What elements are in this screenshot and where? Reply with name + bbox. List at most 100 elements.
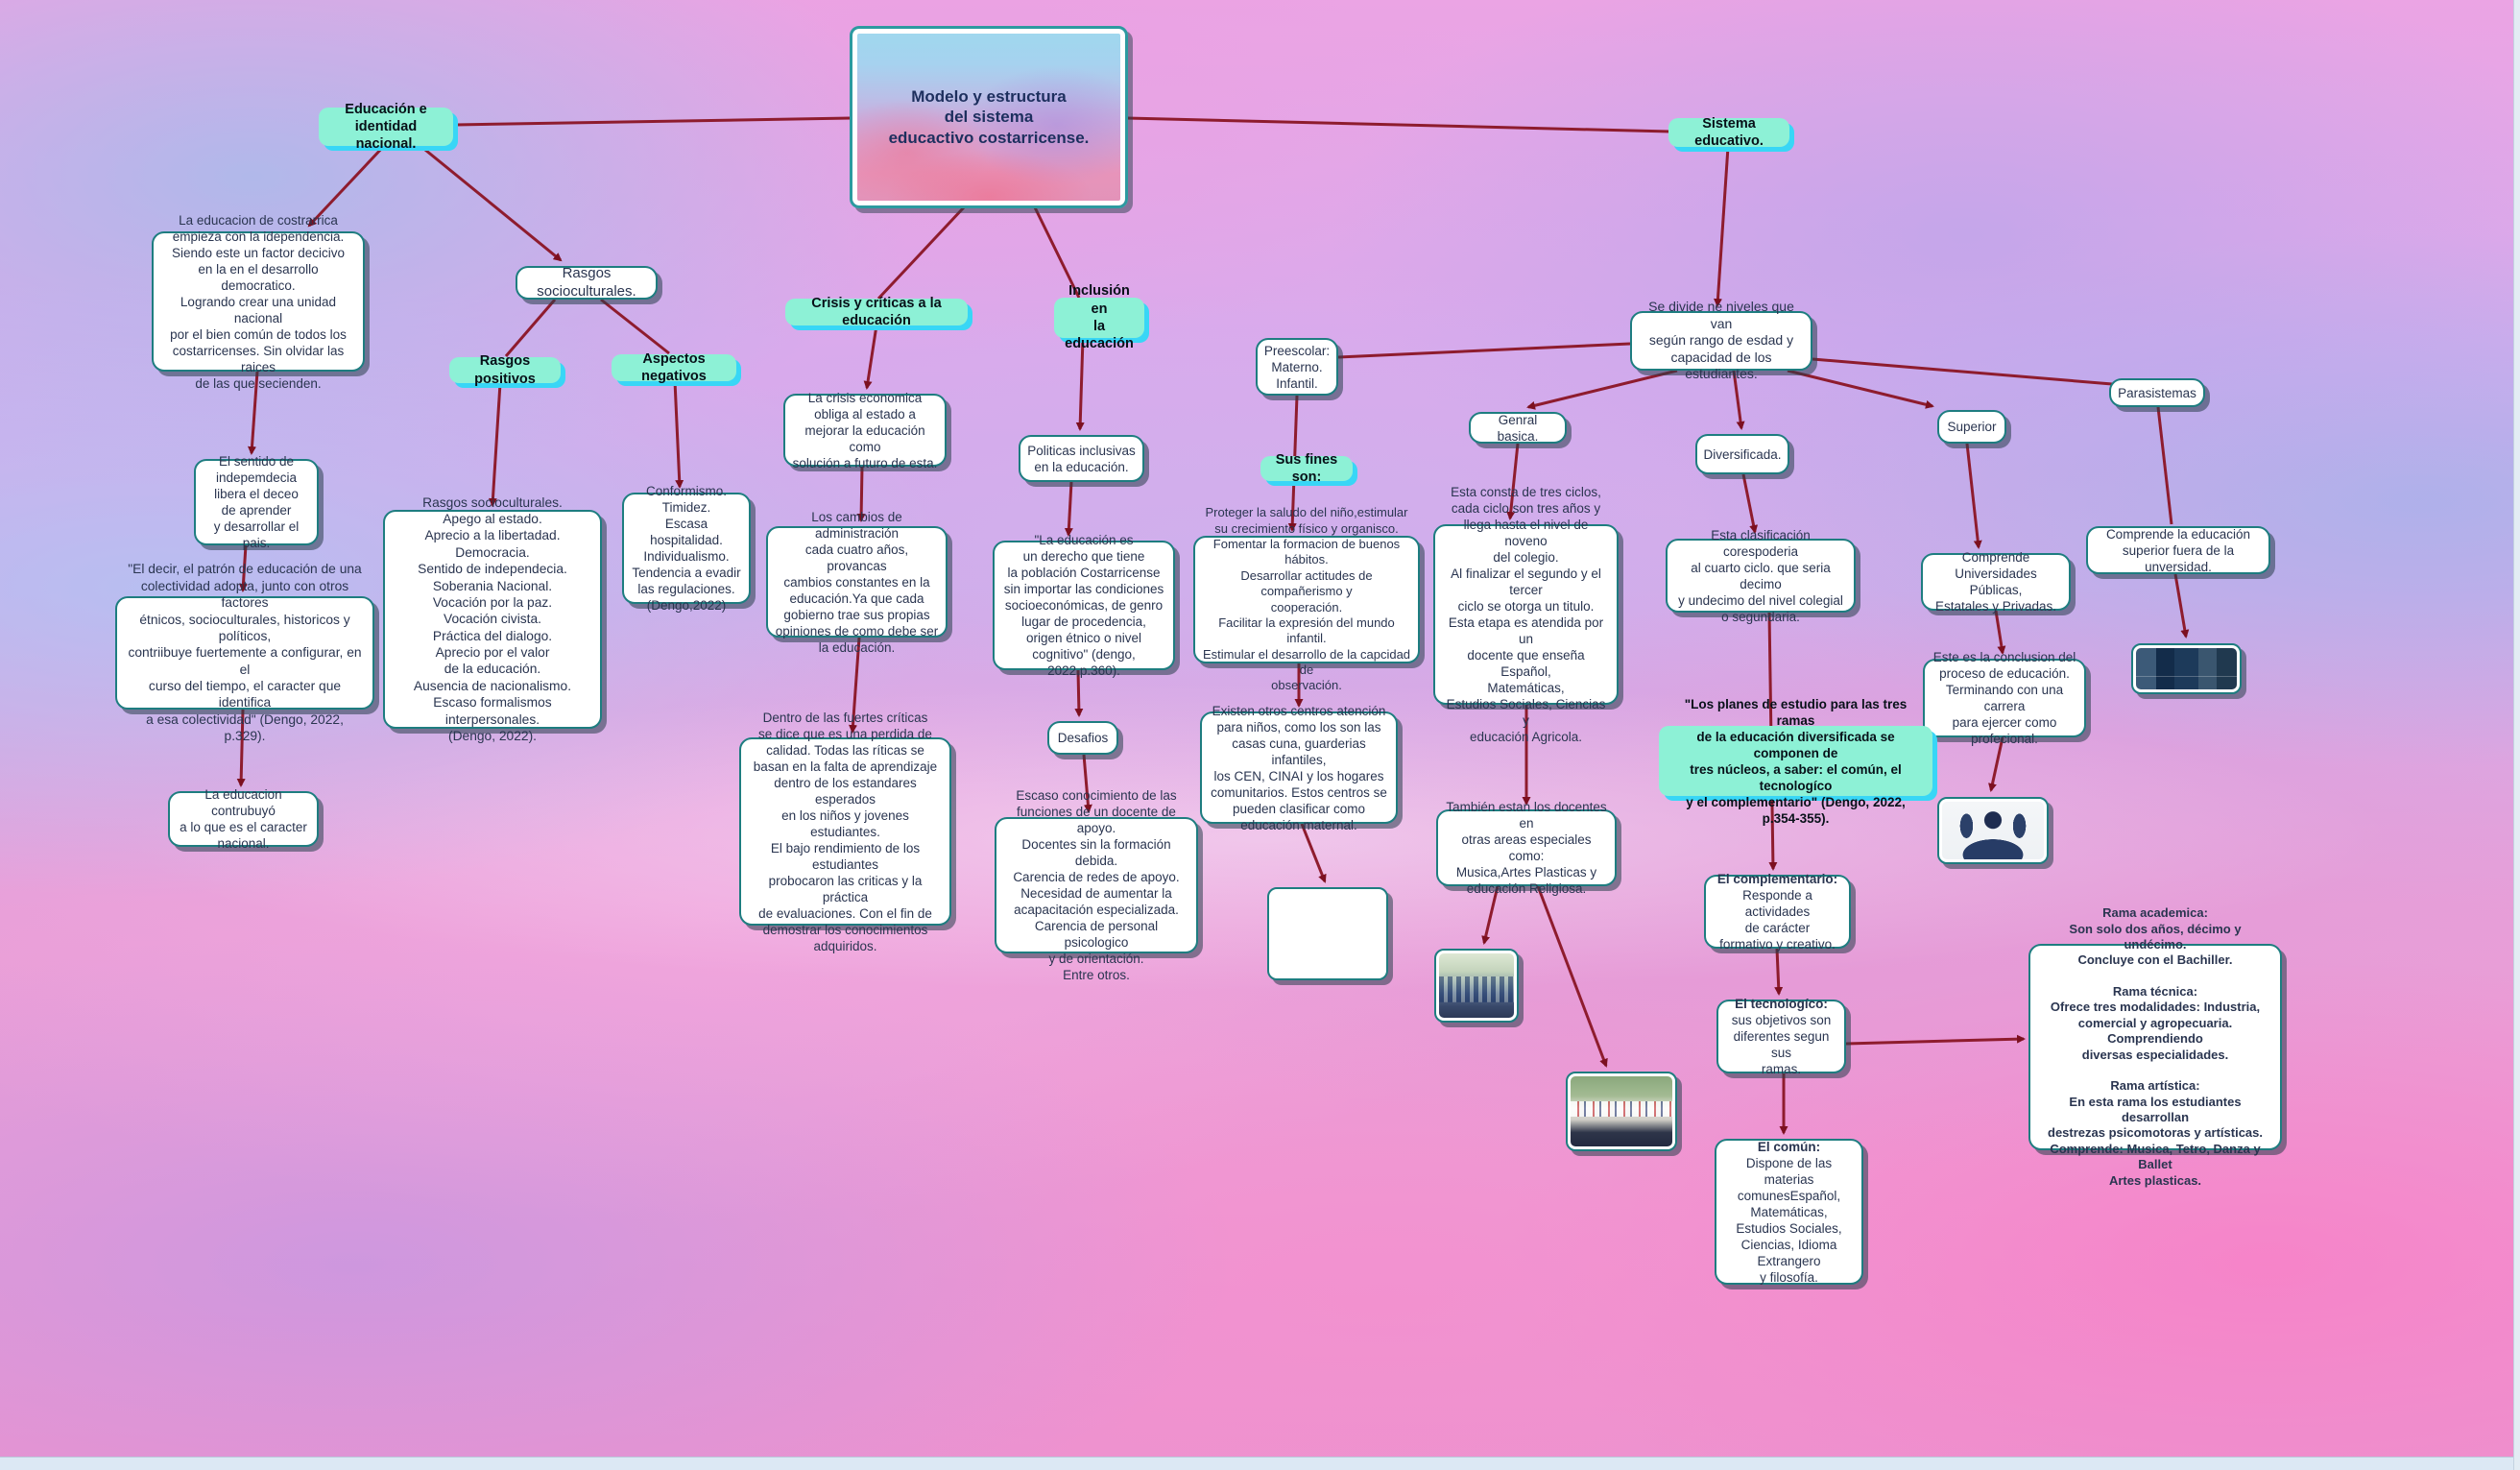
connector-line	[1064, 481, 1073, 537]
box-cita-dengo-329-text: "El decir, el patrón de educación de una…	[128, 562, 362, 744]
connector-line	[600, 298, 670, 355]
connector-line	[1337, 342, 1631, 359]
box-educacion-contribuyo[interactable]: La educacion contrubuyó a lo que es el c…	[168, 787, 319, 851]
box-conclusion-proceso-text: Este es la conclusion del proceso de edu…	[1932, 650, 2076, 746]
connector-line	[1300, 823, 1327, 883]
box-comprende-universidades[interactable]: Comprende Universidades Públicas, Estata…	[1921, 550, 2071, 614]
box-sentido-independencia[interactable]: El sentido de indepemdecia libera el dec…	[194, 454, 319, 550]
photo-collage-institucional-image	[2136, 648, 2237, 689]
label-educacion-identidad-text: Educación e identidad nacional.	[345, 101, 427, 153]
box-diversificada[interactable]: Diversificada.	[1695, 434, 1789, 474]
box-se-divide-text: Se divide ne niveles que van según rango…	[1648, 298, 1794, 382]
box-crisis-economica[interactable]: La crisis economica obliga al estado a m…	[783, 391, 947, 470]
connector-line	[248, 371, 259, 455]
label-aspectos-negativos-text: Aspectos negativos	[641, 350, 707, 384]
photo-estudiantes-sentados[interactable]	[1434, 949, 1519, 1023]
canvas-edge-bottom	[0, 1457, 2520, 1470]
box-superior[interactable]: Superior	[1937, 410, 2006, 444]
box-tambien-docentes-text: También estan los docentes en otras area…	[1446, 800, 1607, 896]
label-sus-fines-text: Sus fines son:	[1275, 451, 1338, 485]
box-desafios[interactable]: Desafios	[1047, 721, 1118, 755]
photo-coro-escolar-image	[1571, 1076, 1672, 1146]
label-inclusion[interactable]: Inclusión en la educación	[1054, 283, 1144, 351]
canvas-edge-right	[2513, 0, 2520, 1470]
box-el-tecnologico-heading: El tecnologíco:	[1735, 997, 1828, 1011]
label-sistema-educativo-text: Sistema educativo.	[1694, 115, 1764, 149]
connector-line	[2156, 406, 2173, 525]
box-proteger-salud-text: Proteger la saludo del niño,estimular su…	[1202, 505, 1411, 693]
box-fuertes-criticas-text: Dentro de las fuertes críticas se dice q…	[753, 710, 938, 953]
label-crisis-criticas[interactable]: Crisis y críticas a la educación	[785, 296, 968, 328]
box-rasgos-socioculturales[interactable]: Rasgos socioculturales.	[516, 264, 658, 300]
box-educacion-independencia[interactable]: La educacion de costrarrica empieza con …	[152, 213, 365, 391]
connector-line	[1732, 370, 1745, 430]
photo-estudiantes-sentados-image	[1439, 953, 1514, 1018]
connector-line	[1845, 1034, 2026, 1046]
label-rasgos-positivos-text: Rasgos positivos	[474, 353, 536, 387]
box-fuertes-criticas[interactable]: Dentro de las fuertes críticas se dice q…	[739, 711, 951, 953]
box-parasistemas[interactable]: Parasistemas	[2109, 378, 2205, 407]
box-el-complementario[interactable]: El complementario:Responde a actividades…	[1704, 872, 1851, 952]
box-cita-dengo-329[interactable]: "El decir, el patrón de educación de una…	[115, 562, 374, 743]
box-el-comun[interactable]: El común:Dispone de las materias comunes…	[1715, 1139, 1863, 1285]
connector-line	[2173, 573, 2190, 639]
connector-line	[1988, 736, 2004, 792]
box-el-tecnologico[interactable]: El tecnologíco: sus objetivos son diferen…	[1716, 997, 1846, 1076]
box-el-comun-heading: El común:	[1757, 1139, 1821, 1154]
box-preescolar[interactable]: Preescolar: Materno. Infantil.	[1256, 338, 1338, 396]
box-ramas[interactable]: Rama academica: Son solo dos años, décim…	[2028, 905, 2282, 1188]
box-rasgos-socioculturales-text: Rasgos socioculturales.	[537, 264, 636, 300]
label-sus-fines[interactable]: Sus fines son:	[1260, 452, 1353, 485]
box-educacion-derecho[interactable]: "La educación es un derecho que tiene la…	[993, 533, 1175, 678]
box-general-basica[interactable]: Genral basica.	[1469, 412, 1567, 444]
connector-line	[420, 144, 563, 262]
connector-line	[1787, 369, 1934, 409]
label-cita-planes-estudio[interactable]: "Los planes de estudio para las tres ram…	[1659, 697, 1932, 826]
connector-line	[1774, 948, 1784, 996]
label-rasgos-positivos[interactable]: Rasgos positivos	[449, 353, 561, 387]
connector-line	[454, 116, 852, 127]
box-comprende-fuera-universidad[interactable]: Comprende la educación superior fuera de…	[2086, 526, 2270, 574]
box-politicas-inclusivas-text: Politicas inclusivas en la educación.	[1027, 443, 1136, 474]
label-sistema-educativo[interactable]: Sistema educativo.	[1668, 116, 1789, 149]
box-crisis-economica-text: La crisis economica obliga al estado a m…	[792, 390, 938, 470]
box-comprende-fuera-universidad-text: Comprende la educación superior fuera de…	[2105, 526, 2251, 574]
photo-collage-institucional[interactable]	[2131, 643, 2242, 694]
connector-line	[1074, 669, 1084, 717]
photo-asamblea-estudiantes[interactable]	[1267, 887, 1388, 980]
photo-graduado[interactable]	[1937, 797, 2049, 864]
box-esta-clasificacion[interactable]: Esta clasificación corespoderia al cuart…	[1666, 528, 1856, 624]
connector-line	[1812, 357, 2113, 386]
label-aspectos-negativos[interactable]: Aspectos negativos	[612, 351, 736, 384]
box-cambios-administracion[interactable]: Los cambios de administración cada cuatr…	[766, 510, 948, 655]
box-esta-consta-text: Esta consta de tres ciclos, cada ciclo s…	[1446, 485, 1606, 744]
connector-line	[1536, 885, 1608, 1068]
label-educacion-identidad[interactable]: Educación e identidad nacional.	[319, 102, 453, 152]
title-node[interactable]: Modelo y estructura del sistema educacti…	[850, 26, 1128, 208]
box-sentido-independencia-text: El sentido de indepemdecia libera el dec…	[213, 454, 300, 550]
connector-line	[1082, 754, 1092, 813]
box-general-basica-text: Genral basica.	[1497, 412, 1539, 444]
box-se-divide[interactable]: Se divide ne niveles que van según rango…	[1630, 299, 1812, 381]
box-conclusion-proceso[interactable]: Este es la conclusion del proceso de edu…	[1923, 650, 2086, 746]
box-rasgos-lista-text: Rasgos socioculturales. Apego al estado.…	[413, 494, 572, 743]
box-politicas-inclusivas[interactable]: Politicas inclusivas en la educación.	[1019, 435, 1144, 482]
connector-line	[238, 544, 248, 592]
photo-graduado-image	[1942, 802, 2044, 859]
box-el-tecnologico-text: sus objetivos son diferentes segun sus r…	[1731, 1013, 1832, 1076]
photo-coro-escolar[interactable]	[1566, 1072, 1677, 1151]
box-rasgos-lista[interactable]: Rasgos socioculturales. Apego al estado.…	[383, 495, 602, 743]
box-tambien-docentes[interactable]: También estan los docentes en otras area…	[1436, 800, 1617, 896]
box-proteger-salud[interactable]: Proteger la saludo del niño,estimular su…	[1193, 505, 1420, 692]
box-existen-otros-centros[interactable]: Existen otros centros atención para niño…	[1200, 704, 1398, 832]
box-preescolar-text: Preescolar: Materno. Infantil.	[1263, 343, 1331, 391]
box-el-complementario-text: Responde a actividades de carácter forma…	[1719, 888, 1836, 952]
connector-line	[1994, 610, 2006, 655]
photo-asamblea-estudiantes-image	[1272, 892, 1383, 976]
connector-line	[236, 709, 246, 787]
box-esta-consta[interactable]: Esta consta de tres ciclos, cada ciclo s…	[1433, 485, 1619, 744]
box-conformismo[interactable]: Conformismo. Timidez. Escasa hospitalida…	[622, 484, 751, 613]
box-escaso-conocimiento[interactable]: Escaso conocimiento de las funciones de …	[995, 788, 1198, 982]
box-cambios-administracion-text: Los cambios de administración cada cuatr…	[775, 509, 939, 655]
